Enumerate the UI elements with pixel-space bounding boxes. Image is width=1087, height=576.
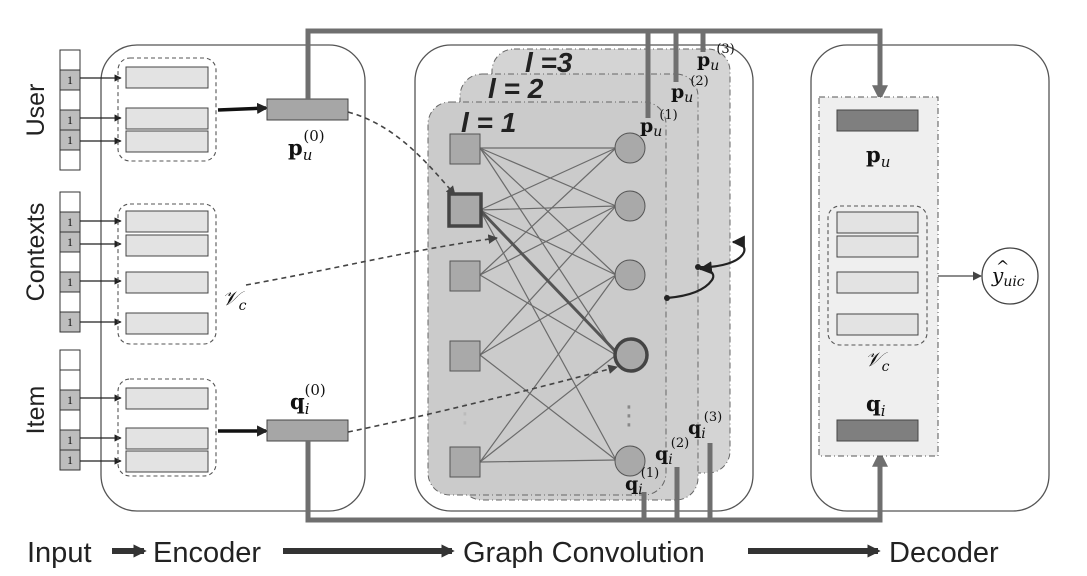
layer-3-label: l =3	[525, 47, 573, 78]
onehot-one: 1	[67, 113, 73, 127]
decoder-context-embeddings	[827, 205, 928, 346]
encoder-to-graph-arrows	[245, 111, 618, 433]
prediction-label: yuic	[991, 263, 1025, 290]
item-embeddings	[117, 378, 217, 477]
prediction-hat: ^	[996, 257, 1009, 276]
item-embedding-bar	[266, 419, 349, 442]
pipeline-graph-convolution: Graph Convolution	[463, 537, 705, 569]
lookup-arrows	[80, 74, 122, 465]
aggregation-lines	[305, 28, 889, 523]
decoder-panel	[810, 44, 1050, 512]
user-node	[449, 340, 481, 372]
decoder-p-u-label: pu	[866, 142, 890, 171]
item-nodes-ellipsis: ⋮	[616, 401, 642, 431]
user-label: User	[22, 84, 50, 137]
p-u1-label: pu(1)	[640, 108, 678, 140]
item-node	[614, 445, 646, 477]
onehot-one: 1	[67, 133, 73, 147]
onehot-one: 1	[67, 453, 73, 467]
contexts-onehot-vector: 1 1 1 1	[59, 191, 81, 333]
prediction-node	[981, 247, 1039, 305]
item-label: Item	[22, 386, 50, 435]
encoder-panel	[100, 44, 366, 512]
user-onehot-vector: 1 1 1	[59, 49, 81, 171]
onehot-one: 1	[67, 433, 73, 447]
layer-1-card	[427, 101, 667, 496]
graph-edges	[479, 147, 617, 463]
pipeline-decoder: Decoder	[889, 537, 999, 569]
item-node	[614, 190, 646, 222]
user-node	[449, 260, 481, 292]
layer-1-label: l = 1	[461, 107, 516, 138]
decoder-item-bar	[836, 419, 919, 442]
item-node	[614, 259, 646, 291]
q-i3-label: qi(3)	[688, 410, 722, 442]
decoder-q-i-label: qi	[866, 391, 886, 420]
v-c-encoder-label: 𝒱c	[222, 286, 247, 314]
context-embeddings	[117, 203, 217, 345]
p-u3-label: pu(3)	[697, 42, 735, 74]
q-i1-label: qi(1)	[625, 466, 659, 498]
item-onehot-vector: 1 1 1	[59, 349, 81, 471]
pipeline-encoder: Encoder	[153, 537, 261, 569]
onehot-one: 1	[67, 215, 73, 229]
onehot-one: 1	[67, 275, 73, 289]
p-u0-label: pu(0)	[288, 127, 325, 164]
item-node	[614, 132, 646, 164]
user-node-target	[447, 192, 483, 228]
q-i0-label: qi(0)	[290, 381, 326, 418]
onehot-one: 1	[67, 393, 73, 407]
layer-propagation-arrows	[664, 235, 746, 301]
user-nodes	[447, 133, 483, 478]
user-pool-arrow	[217, 102, 269, 114]
onehot-one: 1	[67, 235, 73, 249]
p-u2-label: pu(2)	[671, 74, 709, 106]
q-i2-label: qi(2)	[655, 436, 689, 468]
contexts-label: Contexts	[22, 203, 50, 302]
item-node-target	[613, 337, 649, 373]
onehot-one: 1	[67, 73, 73, 87]
user-embedding-bar	[266, 98, 349, 121]
user-embeddings	[117, 57, 217, 162]
user-node	[449, 133, 481, 165]
onehot-one: 1	[67, 315, 73, 329]
graph-conv-panel	[414, 44, 754, 512]
highlighted-edge	[478, 208, 620, 356]
user-node	[449, 446, 481, 478]
layer-2-label: l = 2	[488, 73, 544, 104]
decoder-user-bar	[836, 109, 919, 132]
item-nodes	[613, 132, 649, 477]
pipeline-input: Input	[27, 537, 92, 569]
